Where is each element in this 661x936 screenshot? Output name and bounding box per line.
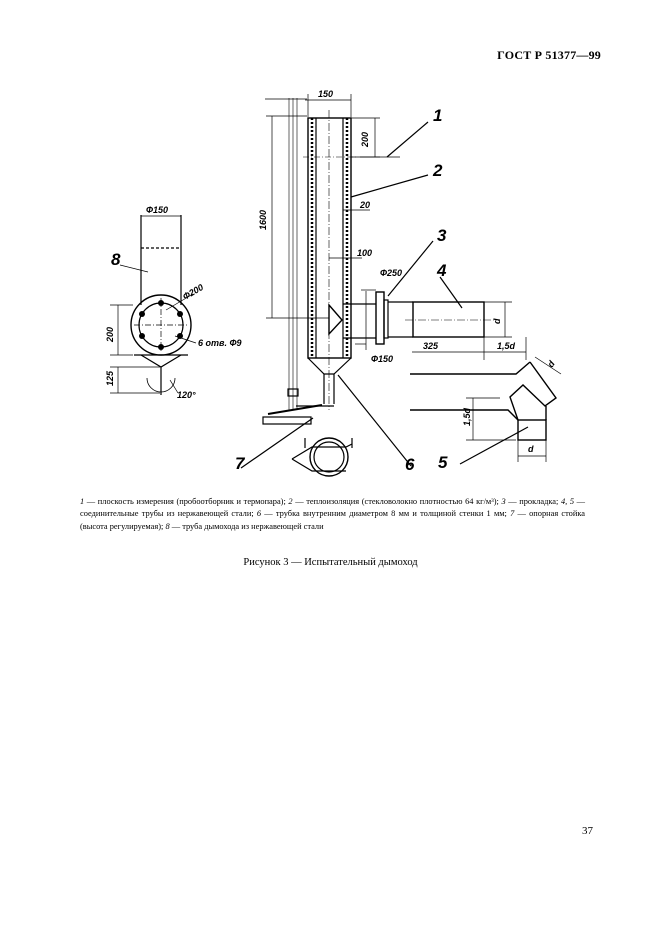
dim-200-side: 200 [105,327,115,343]
dim-125: 125 [105,370,115,386]
legend-text-8: — труба дымохода из нержавеющей стали [169,521,324,531]
connecting-pipe-5 [410,356,562,465]
figure-legend: 1 — плоскость измерения (пробоотборник и… [80,496,585,533]
legend-text-3: — прокладка; [505,497,561,506]
dim-phi-150-side: Ф150 [146,205,168,215]
legend-num-8: 8 [165,521,170,531]
dim-d-pipe4: d [492,318,502,324]
document-code: ГОСТ Р 51377—99 [497,48,601,62]
dim-1-5d-vertical: 1,5d [462,407,472,426]
dim-d-pipe5: d [528,444,534,454]
legend-text-4-5: — соединительные трубы из нержавеющей ст… [80,497,586,519]
legend-text-1: — плоскость измерения (пробоотборник и т… [84,497,289,506]
dim-325: 325 [423,341,439,351]
dimension-labels: 150 200 1600 20 100 Ф250 Ф150 325 1,5d d… [105,89,557,474]
dim-20: 20 [359,200,370,210]
legend-num-6: 6 [256,509,262,519]
legend-num-7: 7 [510,509,515,519]
legend-text-2: — теплоизоляция (стекловолокно плотность… [292,497,499,506]
legend-text-7: — опорная стойка (высота регулируемая); [80,509,585,531]
dim-phi-200: Ф200 [181,282,205,302]
connecting-pipe-4 [388,276,527,360]
callout-4: 4 [436,261,447,280]
dim-150-top: 150 [318,89,333,99]
main-chimney [240,94,434,477]
legend-num-2: 2 [288,497,293,506]
callout-5: 5 [438,453,448,472]
dim-100: 100 [357,248,372,258]
callout-7: 7 [235,454,246,473]
legend-num-1: 1 [80,497,85,506]
callout-1: 1 [433,106,442,125]
chimney-drawing: 150 200 1600 20 100 Ф250 Ф150 325 1,5d d… [105,89,562,477]
dim-1600: 1600 [258,210,268,230]
legend-num-3: 3 [501,497,506,506]
side-view-pipe-8 [110,215,197,395]
dim-200: 200 [360,132,370,148]
dim-phi-250: Ф250 [380,268,402,278]
dim-holes: 6 отв. Ф9 [198,338,241,348]
legend-num-4-5: 4, 5 [560,497,575,506]
callout-3: 3 [437,226,447,245]
dim-angle-120: 120° [177,390,196,400]
dim-1-5d: 1,5d [497,341,516,351]
callout-2: 2 [432,161,443,180]
figure-title: Рисунок 3 — Испытательный дымоход [243,557,418,568]
callout-8: 8 [111,250,121,269]
callout-6: 6 [405,455,415,474]
page-number: 37 [582,825,593,837]
legend-text-6: — трубка внутренним диаметром 8 мм и тол… [261,509,511,519]
dim-phi-150-bottom: Ф150 [371,354,393,364]
dim-d-elbow: d [545,358,557,369]
